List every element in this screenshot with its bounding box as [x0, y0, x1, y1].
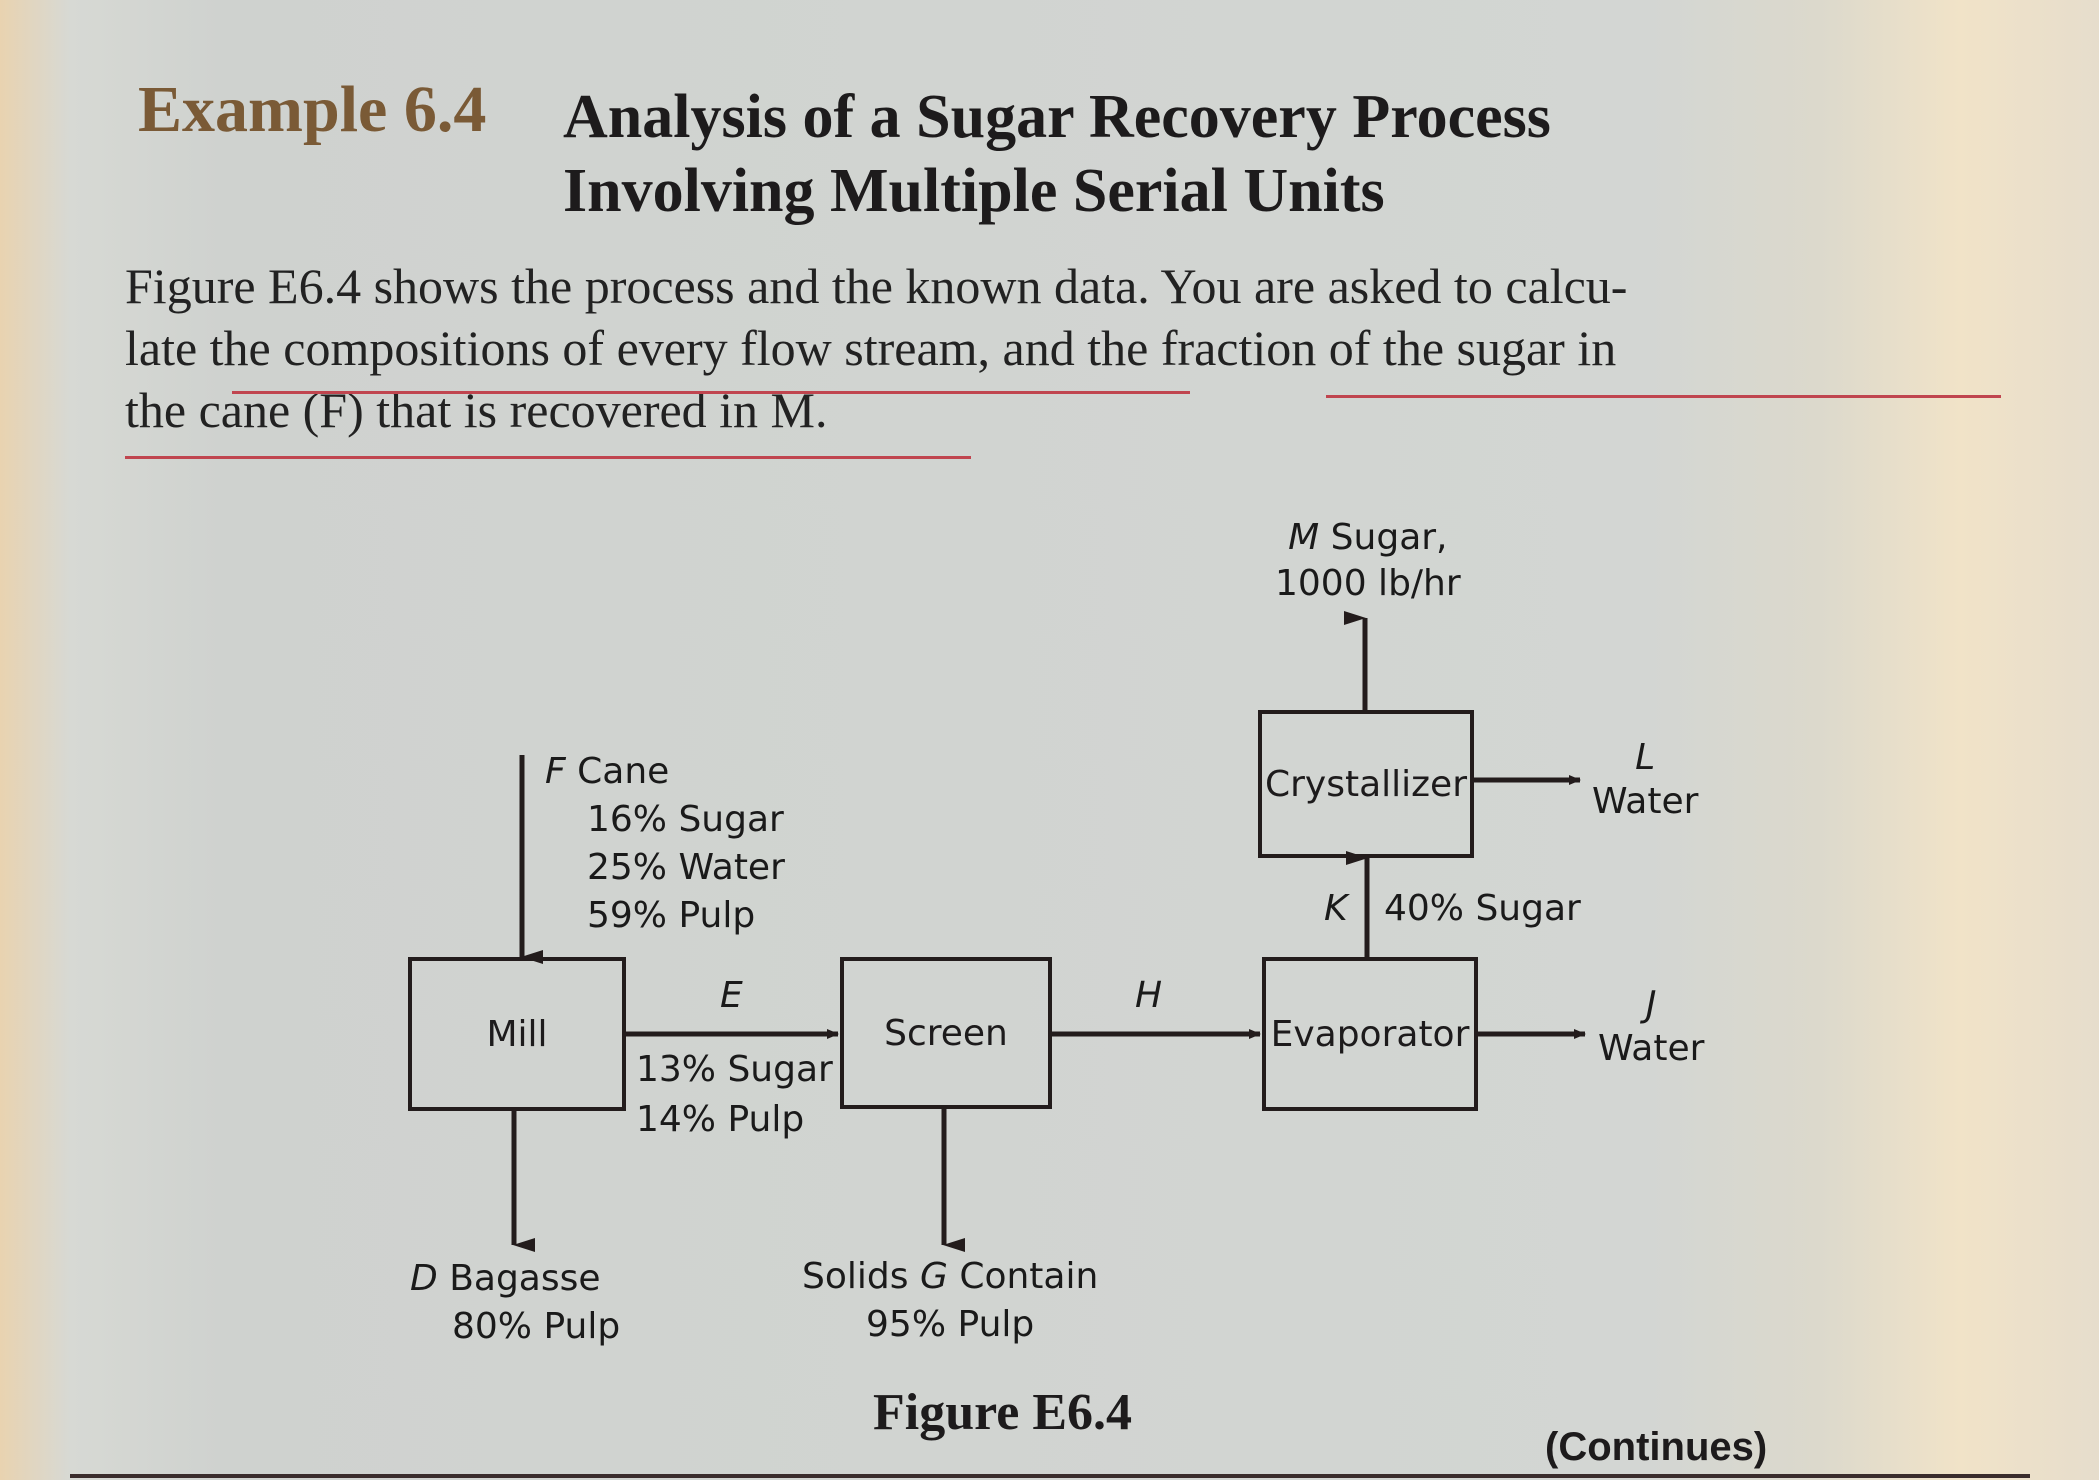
continues-label: (Continues): [1545, 1425, 1768, 1469]
stream-E-pulp: 14% Pulp: [636, 1099, 805, 1140]
crystallizer-label: Crystallizer: [1264, 763, 1468, 805]
stream-F-sugar: 16% Sugar: [587, 799, 784, 840]
crystallizer-unit: Crystallizer: [1258, 710, 1474, 858]
stream-F-id: F: [545, 751, 566, 792]
stream-J-id: J: [1645, 984, 1657, 1025]
stream-G-label: Solids G Contain 95% Pulp: [802, 1253, 1098, 1349]
stream-G-id: G: [919, 1256, 948, 1297]
stream-H-id: H: [1135, 975, 1163, 1016]
bottom-rule: [70, 1474, 2030, 1478]
paragraph-line-1: Figure E6.4 shows the process and the kn…: [125, 258, 1628, 314]
paragraph-line-2: late the compositions of every flow stre…: [125, 320, 1617, 376]
stream-L-name: Water: [1592, 781, 1699, 822]
stream-F-label: F Cane 16% Sugar 25% Water 59% Pulp: [545, 748, 785, 940]
evaporator-unit: Evaporator: [1262, 957, 1478, 1111]
stream-E-id: E: [720, 975, 743, 1016]
screen-label: Screen: [884, 1012, 1008, 1054]
example-title: Analysis of a Sugar Recovery Process Inv…: [563, 80, 1551, 228]
stream-M-name: Sugar,: [1330, 517, 1448, 558]
stream-K-sugar: 40% Sugar: [1384, 888, 1581, 929]
title-line-2: Involving Multiple Serial Units: [563, 157, 1385, 225]
stream-F-name: Cane: [577, 751, 670, 792]
stream-D-name: Bagasse: [449, 1258, 601, 1299]
stream-M-rate: 1000 lb/hr: [1275, 563, 1461, 604]
stream-J-name: Water: [1598, 1028, 1705, 1069]
evaporator-label: Evaporator: [1270, 1013, 1470, 1055]
red-underline-3: [125, 456, 971, 459]
example-label: Example 6.4: [138, 73, 487, 146]
stream-L-id: L: [1635, 737, 1656, 778]
red-underline-1: [232, 391, 1190, 394]
title-line-1: Analysis of a Sugar Recovery Process: [563, 83, 1551, 151]
stream-M-id: M: [1288, 517, 1320, 558]
stream-J-label: J Water: [1598, 983, 1704, 1071]
mill-label: Mill: [486, 1013, 548, 1055]
stream-E-sugar: 13% Sugar: [636, 1049, 833, 1090]
red-underline-2: [1326, 395, 2001, 398]
stream-G-prefix: Solids: [802, 1256, 909, 1297]
stream-D-pulp: 80% Pulp: [452, 1306, 621, 1347]
stream-D-id: D: [410, 1258, 438, 1299]
screen-unit: Screen: [840, 957, 1052, 1109]
stream-K-id: K: [1324, 888, 1348, 929]
stream-D-label: D Bagasse 80% Pulp: [410, 1255, 620, 1351]
mill-unit: Mill: [408, 957, 626, 1111]
stream-L-label: L Water: [1592, 736, 1698, 824]
stream-G-pulp: 95% Pulp: [866, 1304, 1035, 1345]
stream-F-pulp: 59% Pulp: [587, 895, 756, 936]
stream-E-comp: 13% Sugar 14% Pulp: [636, 1045, 833, 1145]
stream-F-water: 25% Water: [587, 847, 785, 888]
figure-caption: Figure E6.4: [873, 1384, 1133, 1441]
stream-M-label: M Sugar, 1000 lb/hr: [1275, 515, 1461, 607]
problem-statement: Figure E6.4 shows the process and the kn…: [125, 255, 2015, 441]
stream-G-suffix: Contain: [959, 1256, 1099, 1297]
